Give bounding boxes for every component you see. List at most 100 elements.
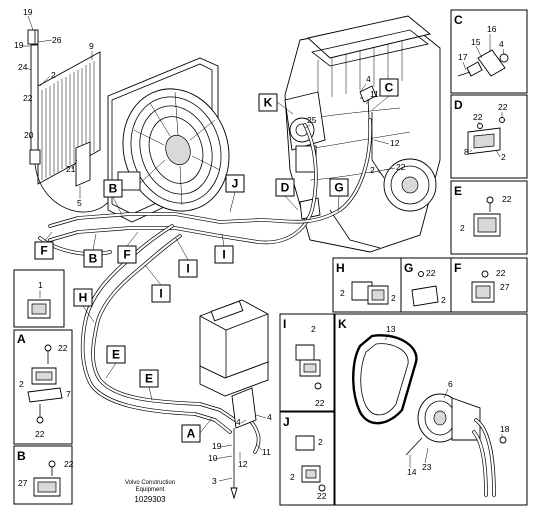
tag-d: D bbox=[275, 178, 295, 197]
tag-g: G bbox=[329, 178, 349, 197]
svg-text:2: 2 bbox=[340, 288, 345, 298]
svg-text:Volvo Construction: Volvo Construction bbox=[125, 480, 175, 486]
tag-h: H bbox=[73, 288, 93, 307]
svg-text:11: 11 bbox=[262, 447, 271, 457]
tag-e: E bbox=[139, 369, 159, 388]
fan-shroud-assembly bbox=[107, 57, 230, 223]
detail-f: F 22 27 bbox=[450, 257, 528, 313]
tag-f: F bbox=[34, 241, 54, 260]
condenser-assembly bbox=[27, 29, 120, 213]
svg-text:22: 22 bbox=[23, 93, 33, 103]
detail-c: C 15 16 4 17 bbox=[450, 9, 528, 94]
svg-text:27: 27 bbox=[500, 282, 510, 292]
svg-text:8: 8 bbox=[464, 147, 469, 157]
svg-text:Equipment: Equipment bbox=[136, 487, 165, 493]
svg-text:9: 9 bbox=[89, 41, 94, 51]
svg-text:B: B bbox=[89, 252, 98, 266]
svg-text:22: 22 bbox=[396, 162, 406, 172]
detail-a: A 22 2 7 22 bbox=[13, 329, 73, 445]
tag-i: I bbox=[214, 245, 234, 264]
svg-text:10: 10 bbox=[208, 453, 218, 463]
svg-text:2: 2 bbox=[51, 70, 56, 80]
svg-text:2: 2 bbox=[460, 223, 465, 233]
svg-text:H: H bbox=[79, 291, 88, 305]
svg-text:27: 27 bbox=[18, 478, 28, 488]
svg-text:7: 7 bbox=[66, 389, 71, 399]
svg-text:22: 22 bbox=[502, 194, 512, 204]
svg-text:13: 13 bbox=[386, 324, 396, 334]
svg-text:2: 2 bbox=[501, 152, 506, 162]
svg-text:2: 2 bbox=[290, 472, 295, 482]
svg-text:K: K bbox=[264, 96, 273, 110]
svg-text:H: H bbox=[336, 261, 345, 275]
svg-text:1029303: 1029303 bbox=[134, 495, 166, 504]
svg-text:15: 15 bbox=[471, 37, 481, 47]
svg-text:22: 22 bbox=[35, 429, 45, 439]
svg-text:18: 18 bbox=[500, 424, 510, 434]
svg-text:5: 5 bbox=[77, 198, 82, 208]
tag-b: B bbox=[83, 249, 103, 268]
svg-text:12: 12 bbox=[390, 138, 400, 148]
svg-text:I: I bbox=[186, 262, 189, 276]
svg-text:22: 22 bbox=[473, 112, 483, 122]
svg-text:G: G bbox=[334, 181, 343, 195]
engine-labels: 4 11 25 12 22 2 bbox=[304, 74, 406, 175]
main-tags: K C B J D G F B F I I I H E E A bbox=[34, 78, 399, 443]
svg-text:11: 11 bbox=[370, 89, 379, 99]
footer-block: Volvo Construction Equipment 1029303 bbox=[125, 480, 175, 504]
svg-text:4: 4 bbox=[267, 412, 272, 422]
svg-text:K: K bbox=[338, 317, 347, 331]
svg-text:2: 2 bbox=[370, 165, 375, 175]
tag-a: A bbox=[181, 424, 201, 443]
svg-text:24: 24 bbox=[18, 62, 28, 72]
tag-f: F bbox=[117, 245, 137, 264]
tag-k: K bbox=[258, 93, 278, 112]
svg-text:D: D bbox=[281, 181, 290, 195]
svg-text:4: 4 bbox=[499, 39, 504, 49]
svg-text:22: 22 bbox=[317, 491, 327, 501]
radiator-labels: 19 19 26 9 24 2 22 20 21 5 bbox=[14, 7, 94, 208]
svg-text:23: 23 bbox=[422, 462, 432, 472]
svg-text:J: J bbox=[232, 177, 239, 191]
svg-text:19: 19 bbox=[212, 441, 222, 451]
svg-text:B: B bbox=[17, 449, 26, 463]
svg-text:12: 12 bbox=[238, 459, 248, 469]
svg-text:G: G bbox=[404, 261, 413, 275]
svg-text:22: 22 bbox=[58, 343, 68, 353]
detail-i: I 2 22 bbox=[279, 313, 335, 412]
svg-text:22: 22 bbox=[426, 268, 436, 278]
detail-d: D 22 22 8 2 bbox=[450, 94, 528, 179]
svg-text:2: 2 bbox=[441, 295, 446, 305]
svg-text:A: A bbox=[17, 332, 26, 346]
tag-c: C bbox=[379, 78, 399, 97]
svg-text:16: 16 bbox=[487, 24, 497, 34]
detail-k: K 13 6 18 14 23 bbox=[334, 313, 528, 506]
svg-text:I: I bbox=[222, 248, 225, 262]
svg-text:26: 26 bbox=[52, 35, 62, 45]
svg-text:C: C bbox=[454, 13, 463, 27]
svg-text:22: 22 bbox=[498, 102, 508, 112]
svg-text:2: 2 bbox=[391, 293, 396, 303]
svg-text:E: E bbox=[454, 184, 462, 198]
svg-text:2: 2 bbox=[19, 379, 24, 389]
svg-text:E: E bbox=[112, 348, 120, 362]
svg-text:1: 1 bbox=[38, 280, 43, 290]
svg-text:6: 6 bbox=[448, 379, 453, 389]
svg-text:F: F bbox=[454, 261, 461, 275]
svg-text:I: I bbox=[159, 287, 162, 301]
tag-b: B bbox=[103, 179, 123, 198]
detail-1: 1 bbox=[13, 269, 65, 328]
detail-j: J 2 2 22 bbox=[279, 411, 335, 506]
svg-text:C: C bbox=[385, 81, 394, 95]
tag-e: E bbox=[106, 345, 126, 364]
svg-text:D: D bbox=[454, 98, 463, 112]
svg-text:F: F bbox=[40, 244, 47, 258]
svg-text:22: 22 bbox=[315, 398, 325, 408]
svg-text:2: 2 bbox=[318, 437, 323, 447]
svg-text:2: 2 bbox=[311, 324, 316, 334]
svg-text:19: 19 bbox=[14, 40, 24, 50]
svg-text:21: 21 bbox=[66, 164, 76, 174]
svg-text:4: 4 bbox=[366, 74, 371, 84]
svg-text:20: 20 bbox=[24, 130, 34, 140]
detail-e: E 22 2 bbox=[450, 180, 528, 255]
